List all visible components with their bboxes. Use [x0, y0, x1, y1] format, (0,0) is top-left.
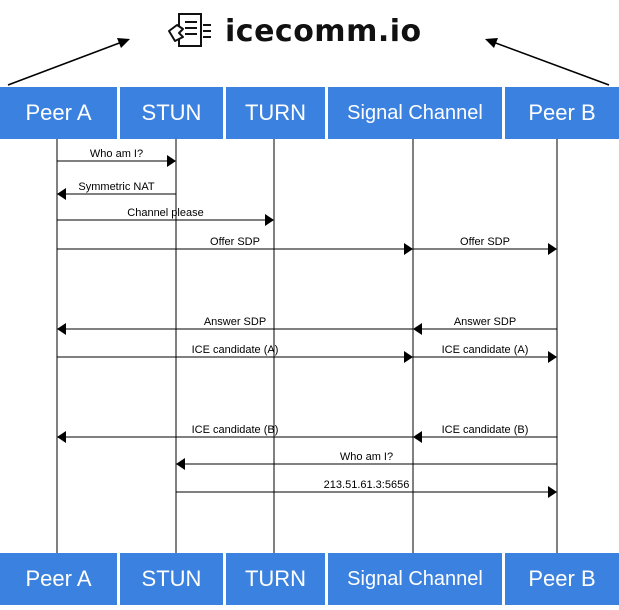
message-arrowhead-6 — [413, 323, 422, 335]
message-arrowhead-5 — [57, 323, 66, 335]
participant-stun-top: STUN — [120, 87, 223, 139]
participant-turn-bottom: TURN — [226, 553, 325, 605]
message-arrowhead-0 — [167, 155, 176, 167]
brand-name: icecomm.io — [225, 13, 422, 49]
message-label-8: ICE candidate (A) — [442, 344, 529, 356]
participant-peer-b-bottom: Peer B — [505, 553, 619, 605]
message-label-2: Channel please — [127, 207, 203, 219]
message-arrowhead-4 — [548, 243, 557, 255]
message-label-6: Answer SDP — [454, 316, 516, 328]
message-arrowhead-10 — [413, 431, 422, 443]
message-arrowhead-11 — [176, 458, 185, 470]
message-label-1: Symmetric NAT — [78, 181, 154, 193]
message-arrowhead-9 — [57, 431, 66, 443]
brand: icecomm.io — [165, 8, 422, 54]
message-label-3: Offer SDP — [210, 236, 260, 248]
participant-stun-bottom: STUN — [120, 553, 223, 605]
brand-pointer-right-head — [485, 38, 498, 48]
message-arrowhead-2 — [265, 214, 274, 226]
brand-pointer-left — [7, 41, 123, 86]
message-label-9: ICE candidate (B) — [192, 424, 279, 436]
document-with-hand-icon — [168, 13, 211, 47]
message-label-0: Who am I? — [90, 148, 143, 160]
message-arrowhead-1 — [57, 188, 66, 200]
message-arrowhead-7 — [404, 351, 413, 363]
message-label-10: ICE candidate (B) — [442, 424, 529, 436]
message-label-5: Answer SDP — [204, 316, 266, 328]
message-label-4: Offer SDP — [460, 236, 510, 248]
message-label-11: Who am I? — [340, 451, 393, 463]
participant-peer-a-bottom: Peer A — [0, 553, 117, 605]
brand-pointer-left-head — [117, 38, 130, 48]
message-arrowhead-12 — [548, 486, 557, 498]
brand-pointer-right — [492, 41, 610, 86]
message-arrowhead-8 — [548, 351, 557, 363]
message-label-7: ICE candidate (A) — [192, 344, 279, 356]
participant-signal-top: Signal Channel — [328, 87, 502, 139]
participant-turn-top: TURN — [226, 87, 325, 139]
participant-peer-a-top: Peer A — [0, 87, 117, 139]
participant-signal-bottom: Signal Channel — [328, 553, 502, 605]
message-arrowhead-3 — [404, 243, 413, 255]
participant-peer-b-top: Peer B — [505, 87, 619, 139]
message-label-12: 213.51.61.3:5656 — [324, 479, 410, 491]
